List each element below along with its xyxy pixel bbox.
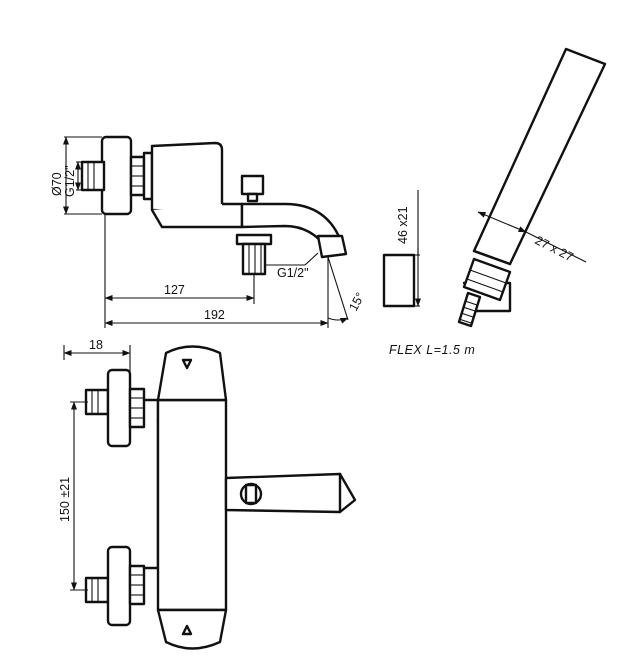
front-connector-pipe [142,398,160,570]
dim-length-192: 192 [204,308,225,322]
dim-size-27: 27 x 27 [533,233,576,264]
side-outlet-nut [235,233,273,246]
dim-angle-15: 15° [346,290,367,313]
front-bottom-handle [156,608,228,650]
front-top-stub [84,388,110,416]
hose-note: FLEX L=1.5 m [389,343,475,357]
dim-height-46: 46 x21 [396,206,410,244]
hand-shower-view: 46 x21 27 x 27 FLEX L=1.5 m [382,47,607,357]
shower-handle [472,47,607,266]
shower-wall-block [382,253,416,308]
dim-thread-inlet: G1/2" [63,165,77,197]
side-inlet-stub [80,160,106,192]
dim-spacing-150: 150 ±21 [58,477,72,522]
dim-length-127: 127 [164,283,185,297]
front-bottom-plate [106,545,132,627]
dim-diameter-70: Ø70 [50,172,64,196]
side-view: Ø70 G1/2" G1/2" 127 192 15° [50,135,368,328]
side-mixer-body [150,141,224,215]
front-top-plate [106,368,132,448]
front-top-handle [156,345,228,402]
side-diverter-knob [240,174,265,196]
dim-thread-spout: G1/2" [277,266,309,280]
dim-depth-18: 18 [89,338,103,352]
front-view: 18 150 ±21 [58,338,357,650]
side-wall-plate [100,135,133,216]
front-bottom-stub [84,576,110,604]
front-main-body [156,398,228,612]
shower-connector-nut [462,257,512,302]
side-outlet-stub [241,242,267,276]
